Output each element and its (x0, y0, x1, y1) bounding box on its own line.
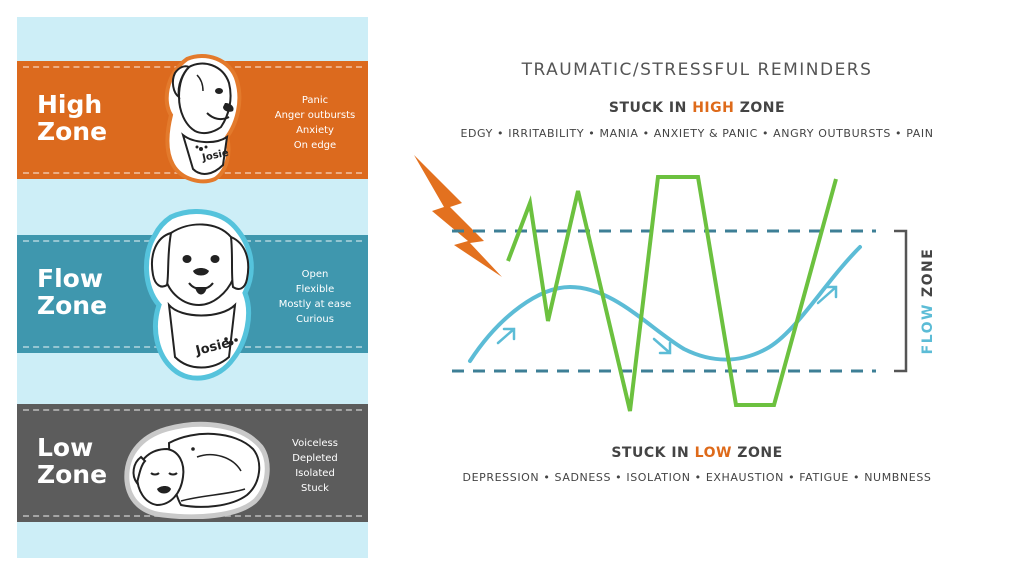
trait: Anxiety (296, 125, 334, 136)
low-zone-heading: STUCK IN LOW ZONE (490, 445, 904, 461)
lightning-bolt-icon (414, 155, 502, 277)
flow-label-first: FLOW (920, 303, 936, 354)
zone-diagram: FLOW ZONE (414, 155, 936, 412)
high-heading-accent: HIGH (692, 100, 735, 116)
trait: Voiceless (292, 438, 338, 449)
flow-zone-label: FLOW ZONE (920, 248, 936, 355)
trait: On edge (293, 140, 337, 151)
trait: Panic (301, 95, 329, 106)
stress-response-line (506, 175, 838, 412)
low-heading-after: ZONE (731, 445, 783, 461)
diagram-title: TRAUMATIC/STRESSFUL REMINDERS (521, 60, 873, 80)
flow-zone-title-line2: Zone (37, 291, 108, 320)
flow-label-second: ZONE (920, 248, 936, 297)
low-zone-title: Low Zone (37, 434, 147, 488)
flow-zone-title-line1: Flow (37, 264, 103, 293)
trait: Isolated (295, 468, 335, 479)
high-zone-title: High Zone (37, 91, 147, 145)
flow-zone-traits: Open Flexible Mostly at ease Curious (261, 267, 369, 327)
band-dash-top (23, 409, 362, 411)
alert-dog-icon: Josie (157, 53, 249, 189)
arrow-down-icon (652, 337, 672, 355)
low-heading-before: STUCK IN (611, 445, 695, 461)
high-heading-before: STUCK IN (608, 100, 693, 116)
tired-dog-icon (117, 417, 271, 523)
trait: Flexible (295, 284, 335, 295)
flow-zone-title: Flow Zone (37, 265, 147, 319)
high-zone-symptoms: EDGY • IRRITABILITY • MANIA • ANXIETY & … (460, 127, 934, 140)
trait: Curious (296, 314, 334, 325)
trait: Anger outbursts (274, 110, 356, 121)
trait: Open (301, 269, 329, 280)
flow-zone-bracket (894, 229, 908, 373)
zones-panel: High Zone Panic Anger outbursts Anxiety … (17, 17, 368, 558)
high-zone-heading: STUCK IN HIGH ZONE (490, 100, 904, 116)
low-zone-title-line1: Low (37, 433, 94, 462)
trait: Mostly at ease (278, 299, 352, 310)
trait: Depleted (292, 453, 338, 464)
low-zone-title-line2: Zone (37, 460, 108, 489)
calm-dog-icon: Josie (135, 209, 263, 391)
high-zone-title-line2: Zone (37, 117, 108, 146)
arrow-up-icon (816, 285, 838, 305)
low-zone-symptoms: DEPRESSION • SADNESS • ISOLATION • EXHAU… (462, 471, 932, 484)
high-heading-after: ZONE (734, 100, 786, 116)
high-zone-title-line1: High (37, 90, 103, 119)
low-zone-traits: Voiceless Depleted Isolated Stuck (261, 436, 369, 496)
low-heading-accent: LOW (694, 445, 732, 461)
high-zone-traits: Panic Anger outbursts Anxiety On edge (261, 93, 369, 153)
arrow-up-icon (496, 327, 516, 345)
trait: Stuck (301, 483, 329, 494)
